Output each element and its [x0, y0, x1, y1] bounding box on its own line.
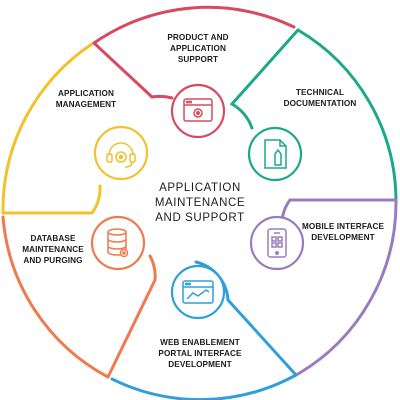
browser-gear-icon: [183, 98, 213, 122]
label-database-maintenance-2: MAINTENANCE: [22, 245, 84, 254]
label-mobile-interface-2: DEVELOPMENT: [311, 233, 374, 242]
label-application-management-1: APPLICATION: [58, 89, 114, 98]
divider-orange: [106, 254, 157, 379]
node-database-maintenance: [90, 215, 146, 271]
label-product-support-2: APPLICATION: [170, 44, 226, 53]
label-application-management-2: MANAGEMENT: [56, 100, 117, 109]
arc-technical-documentation: [296, 28, 398, 201]
center-title-line-1: APPLICATION: [159, 182, 241, 194]
label-mobile-interface-1: MOBILE INTERFACE: [302, 222, 385, 231]
document-pen-icon: [264, 139, 287, 169]
center-title-line-2: MAINTENANCE: [155, 197, 245, 209]
browser-chart-icon: [182, 280, 214, 304]
node-application-management: [93, 125, 149, 181]
arc-database-maintenance: [1, 215, 110, 379]
headset-gear-icon: [106, 142, 136, 168]
label-web-enablement-2: PORTAL INTERFACE: [158, 349, 242, 358]
label-technical-documentation-1: TECHNICAL: [296, 88, 344, 97]
label-database-maintenance-1: DATABASE: [30, 234, 76, 243]
node-web-enablement: [170, 264, 226, 320]
arc-web-enablement: [110, 373, 298, 400]
label-web-enablement-3: DEVELOPMENT: [168, 360, 231, 369]
divider-purple: [280, 198, 398, 226]
label-product-support-1: PRODUCT AND: [167, 33, 228, 42]
label-technical-documentation-2: DOCUMENTATION: [284, 99, 357, 108]
label-product-support-3: SUPPORT: [178, 55, 218, 64]
label-database-maintenance-3: AND PURGING: [23, 256, 82, 265]
arc-application-management: [1, 42, 94, 215]
label-web-enablement-1: WEB ENABLEMENT: [160, 338, 240, 347]
arc-mobile-interface: [296, 198, 398, 376]
center-title-line-3: AND SUPPORT: [155, 212, 244, 224]
arc-product-support: [92, 5, 296, 45]
mobile-phone-icon: [267, 228, 287, 258]
node-mobile-interface: [249, 215, 305, 271]
node-product-support: [170, 83, 226, 139]
divider-teal: [229, 28, 300, 130]
divider-yellow: [1, 184, 102, 215]
database-gear-icon: [107, 228, 129, 258]
divider-red: [92, 41, 174, 100]
node-technical-documentation: [247, 126, 303, 182]
